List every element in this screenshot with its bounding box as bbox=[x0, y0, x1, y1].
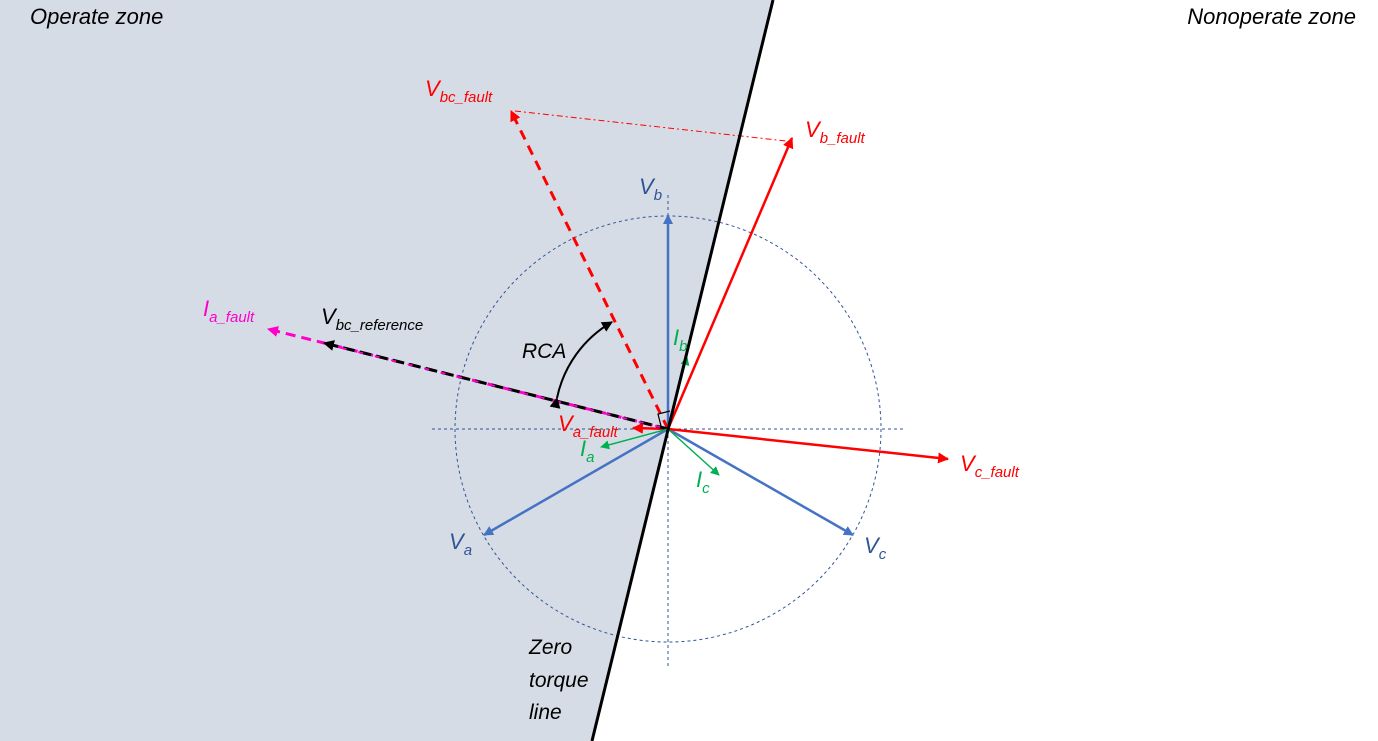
va-fault-label: Va_fault bbox=[558, 411, 619, 441]
nonoperate-zone-label: Nonoperate zone bbox=[1187, 4, 1356, 29]
vb-label-main: V bbox=[639, 174, 656, 199]
vb-fault-label: Vb_fault bbox=[805, 117, 866, 147]
ia-fault-label-sub: a_fault bbox=[209, 309, 255, 326]
ia-label-sub: a bbox=[586, 449, 594, 466]
vbc-reference-label-main: V bbox=[321, 304, 338, 329]
vb-fault-label-main: V bbox=[805, 117, 822, 142]
va-fault-label-sub: a_fault bbox=[573, 424, 619, 441]
vc-label-sub: c bbox=[879, 546, 887, 563]
operate-zone-label: Operate zone bbox=[30, 4, 163, 29]
rca-label: RCA bbox=[522, 340, 566, 363]
vbc-reference-phasor bbox=[322, 340, 669, 431]
ib-label-main: I bbox=[673, 325, 679, 350]
vc-label-main: V bbox=[864, 533, 881, 558]
rca-arc bbox=[549, 321, 613, 409]
ia-fault-label-main: I bbox=[203, 296, 209, 321]
vc-label: Vc bbox=[864, 533, 887, 563]
vbc-fault-label-main: V bbox=[425, 76, 442, 101]
zero-torque-label-line3: line bbox=[529, 701, 562, 724]
vbc-reference-overlay bbox=[329, 344, 661, 428]
zero-torque-line bbox=[590, 0, 775, 741]
operate-zone-area bbox=[0, 0, 773, 741]
vb-label: Vb bbox=[639, 174, 662, 204]
vc-phasor bbox=[667, 427, 854, 537]
va-label-main: V bbox=[449, 529, 466, 554]
va-fault-label-main: V bbox=[558, 411, 575, 436]
va-label: Va bbox=[449, 529, 472, 559]
vb-fault-phasor bbox=[666, 136, 794, 430]
ia-phasor bbox=[600, 428, 669, 450]
vbc-reference-label-sub: bc_reference bbox=[336, 317, 424, 334]
ia-fault-label: Ia_fault bbox=[203, 296, 255, 326]
ib-label: Ib bbox=[673, 325, 687, 355]
va-label-sub: a bbox=[464, 542, 472, 559]
ic-label-main: I bbox=[696, 467, 702, 492]
vbc-fault-label: Vbc_fault bbox=[425, 76, 493, 106]
vbc-fault-label-sub: bc_fault bbox=[440, 89, 493, 106]
ic-label-sub: c bbox=[702, 480, 710, 497]
va-phasor bbox=[483, 427, 669, 537]
ic-label: Ic bbox=[696, 467, 710, 497]
vc-fault-phasor bbox=[667, 427, 950, 464]
vc-fault-label-sub: c_fault bbox=[975, 464, 1020, 481]
ia-label: Ia bbox=[580, 436, 594, 466]
zero-torque-label-line2: torque bbox=[529, 669, 589, 692]
vbc-fault-phasor bbox=[509, 110, 670, 430]
vbc-reference-label: Vbc_reference bbox=[321, 304, 423, 334]
vb-label-sub: b bbox=[654, 187, 662, 204]
ia-label-main: I bbox=[580, 436, 586, 461]
ic-phasor bbox=[667, 428, 720, 476]
vc-fault-label-main: V bbox=[960, 451, 977, 476]
right-angle-marker bbox=[657, 410, 671, 427]
vb-fault-label-sub: b_fault bbox=[820, 130, 866, 147]
zero-torque-label-line1: Zero bbox=[528, 636, 573, 659]
ib-label-sub: b bbox=[679, 338, 687, 355]
vc-fault-label: Vc_fault bbox=[960, 451, 1020, 481]
